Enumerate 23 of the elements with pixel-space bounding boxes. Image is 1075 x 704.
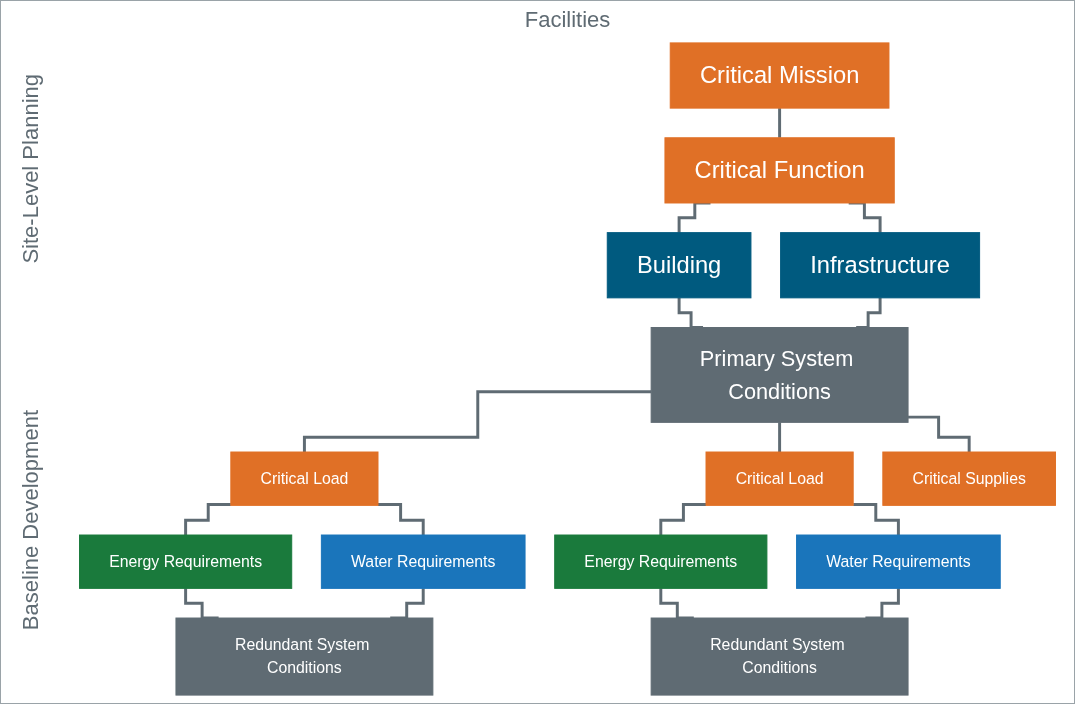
connector xyxy=(378,502,425,537)
node-box: Redundant System Conditions xyxy=(175,617,434,696)
section-label: Site-Level Planning xyxy=(18,74,44,264)
node-box: Water Requirements xyxy=(320,534,526,589)
connector xyxy=(302,390,652,454)
group-caption: Facilities xyxy=(524,7,611,33)
section-label: Baseline Development xyxy=(18,409,44,630)
node-box: Critical Supplies xyxy=(882,451,1056,506)
node-box: Critical Load xyxy=(230,451,379,506)
connector xyxy=(853,502,900,537)
node-box: Critical Load xyxy=(705,451,854,506)
node-box: Critical Function xyxy=(664,137,895,204)
node-box: Water Requirements xyxy=(796,534,1001,589)
node-box: Building xyxy=(606,232,752,299)
node-box: Infrastructure xyxy=(780,232,981,299)
node-box: Energy Requirements xyxy=(79,534,293,589)
connector xyxy=(908,415,971,454)
node-box: Critical Mission xyxy=(669,42,890,109)
connector xyxy=(659,502,706,537)
connector xyxy=(184,502,231,537)
node-box: Redundant System Conditions xyxy=(650,617,909,696)
node-box: Energy Requirements xyxy=(554,534,768,589)
node-box: Primary System Conditions xyxy=(650,327,909,423)
